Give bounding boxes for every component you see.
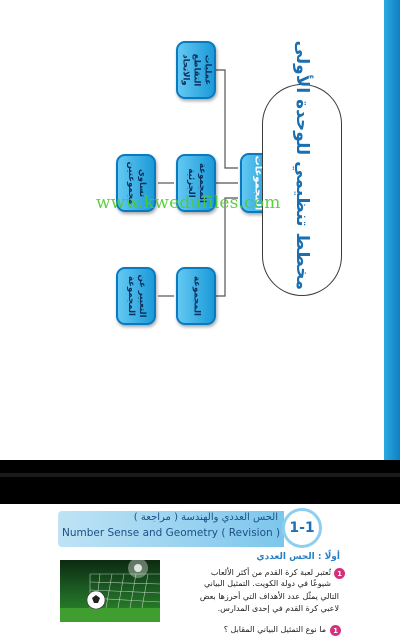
connector-lines	[158, 69, 238, 297]
section-heading: أولًا : الحس العددي	[256, 552, 340, 562]
question-line-3: التالي يمثّل عدد الأهداف التي أحرزها بعض	[199, 592, 339, 601]
divider-band	[0, 473, 400, 477]
node-equal-sets: تساوي مجموعتين	[116, 154, 156, 212]
sub-question-number-badge: 1	[330, 625, 341, 636]
map-title-frame: مخطط تنظيمي للوحدة الأولى	[262, 40, 342, 296]
lesson-page: الحس العددي والهندسة ( مراجعة ) Number S…	[0, 504, 400, 640]
watermark: www.kwedufiles.com	[96, 193, 281, 213]
node-set-label: المجموعة	[191, 276, 202, 316]
lesson-number-badge: 1-1	[282, 508, 322, 548]
football-goal-illustration	[60, 560, 160, 622]
concept-map-page: عمليات التقاطع والاتحاد المجموعات المجمو…	[96, 0, 400, 460]
question-line-2: شيوعًا في دولة الكويت. التمثيل البياني	[203, 579, 331, 588]
sub-question-text: ما نوع التمثيل البياني المقابل ؟	[223, 625, 326, 634]
lesson-title-english: Number Sense and Geometry ( Revision )	[62, 527, 281, 539]
question-line-4: لاعبي كرة القدم في إحدى المدارس.	[217, 604, 339, 613]
lesson-banner	[58, 511, 284, 547]
lesson-title-arabic: الحس العددي والهندسة ( مراجعة )	[133, 512, 278, 523]
node-intersection-union: عمليات التقاطع والاتحاد	[176, 41, 216, 99]
node-subset: المجموعة الجزئية	[176, 154, 216, 212]
connector-to-top	[216, 69, 238, 169]
football-goal-photo	[60, 560, 160, 622]
connector-to-bottom	[216, 197, 238, 297]
node-set-expression: التعبير عن المجموعة	[116, 267, 156, 325]
node-intersection-union-label: عمليات التقاطع والاتحاد	[180, 53, 213, 87]
page-edge-bar	[384, 0, 400, 460]
page-divider	[0, 460, 400, 504]
map-title: مخطط تنظيمي للوحدة الأولى	[292, 40, 312, 290]
question-number-badge: 1	[334, 568, 345, 579]
node-set: المجموعة	[176, 267, 216, 325]
node-set-expression-label: التعبير عن المجموعة	[126, 274, 147, 318]
question-line-1: تُعتبر لعبة كرة القدم من أكثر الألعاب	[210, 568, 331, 577]
